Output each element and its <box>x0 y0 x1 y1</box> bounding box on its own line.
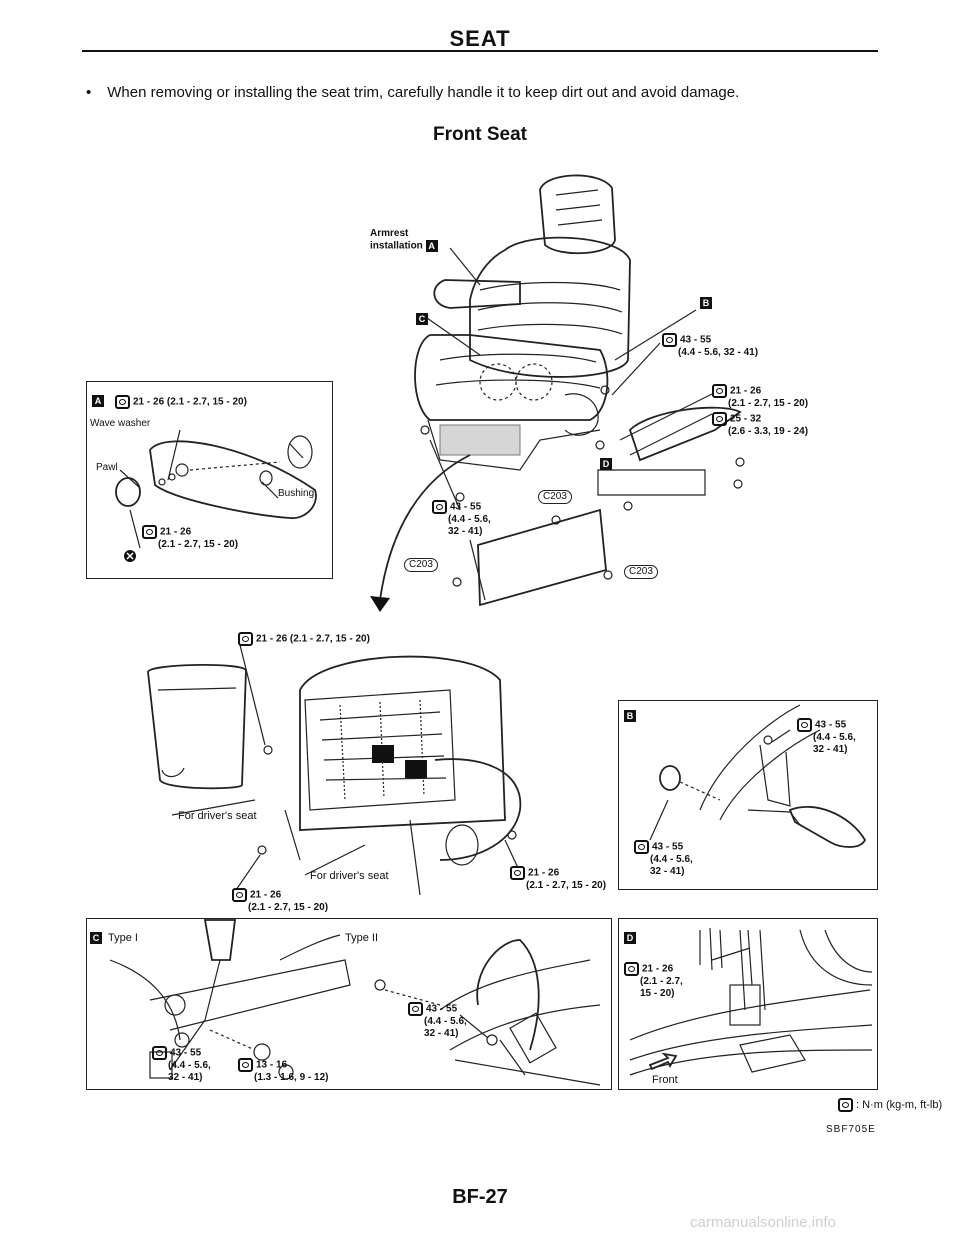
caution-note: • When removing or installing the seat tr… <box>86 84 739 101</box>
torque-icon <box>238 1058 253 1072</box>
torque-spec-25-32: 25 - 32 (2.6 - 3.3, 19 - 24) <box>712 412 808 438</box>
callout-d-badge: D <box>600 458 612 470</box>
torque-spec-43-55-b2: 43 - 55 (4.4 - 5.6, 32 - 41) <box>634 840 693 878</box>
connector-c203: C203 <box>404 558 438 572</box>
armrest-label: Armrest installation A <box>370 228 438 253</box>
page-number: BF-27 <box>452 1186 508 1208</box>
torque-spec-21-26-back-left: 21 - 26 (2.1 - 2.7, 15 - 20) <box>232 888 328 914</box>
panel-a-armrest <box>86 381 333 579</box>
torque-icon <box>838 1098 853 1112</box>
torque-icon <box>408 1002 423 1016</box>
torque-spec-13-16: 13 - 16 (1.3 - 1.6, 9 - 12) <box>238 1058 328 1084</box>
pawl-label: Pawl <box>96 462 118 473</box>
torque-icon <box>634 840 649 854</box>
torque-spec-21-26-back-top: 21 - 26 (2.1 - 2.7, 15 - 20) <box>238 632 370 646</box>
panel-b-badge: B <box>624 710 636 722</box>
torque-icon <box>510 866 525 880</box>
torque-spec-43-55-c3: 43 - 55 (4.4 - 5.6, 32 - 41) <box>408 1002 467 1040</box>
panel-d-badge: D <box>624 932 636 944</box>
for-drivers-seat-label: For driver's seat <box>178 810 257 822</box>
callout-b-badge: B <box>700 297 712 309</box>
panel-c-seatbelt <box>86 918 612 1090</box>
page-title: SEAT <box>449 26 511 51</box>
wave-washer-label: Wave washer <box>90 418 151 429</box>
torque-icon <box>232 888 247 902</box>
watermark: carmanualsonline.info <box>690 1214 836 1231</box>
torque-icon <box>712 384 727 398</box>
torque-icon <box>712 412 727 426</box>
header-rule <box>82 50 878 52</box>
front-direction-label: Front <box>652 1074 678 1086</box>
panel-a-badge: A <box>92 395 104 407</box>
torque-spec-21-26-main: 21 - 26 (2.1 - 2.7, 15 - 20) <box>712 384 808 410</box>
torque-icon <box>115 395 130 409</box>
connector-c203: C203 <box>538 490 572 504</box>
torque-icon <box>142 525 157 539</box>
bushing-label: Bushing <box>278 488 315 499</box>
torque-spec-43-55-c1: 43 - 55 (4.4 - 5.6, 32 - 41) <box>152 1046 211 1084</box>
caution-text: When removing or installing the seat tri… <box>107 84 740 101</box>
callout-c-badge: C <box>416 313 428 325</box>
torque-icon <box>797 718 812 732</box>
torque-spec-21-26-armrest-b: 21 - 26 (2.1 - 2.7, 15 - 20) <box>142 525 238 551</box>
connector-c203: C203 <box>624 565 658 579</box>
torque-icon <box>432 500 447 514</box>
type-2-label: Type II <box>345 932 379 944</box>
callout-a-badge: A <box>425 240 438 252</box>
torque-spec-21-26-armrest: 21 - 26 (2.1 - 2.7, 15 - 20) <box>115 395 247 409</box>
torque-icon <box>662 333 677 347</box>
panel-c-badge: C <box>90 932 102 944</box>
torque-icon <box>152 1046 167 1060</box>
torque-spec-43-55-b1: 43 - 55 (4.4 - 5.6, 32 - 41) <box>797 718 856 756</box>
torque-spec-21-26-back-right: 21 - 26 (2.1 - 2.7, 15 - 20) <box>510 866 606 892</box>
torque-unit-legend: : N·m (kg-m, ft-lb) <box>838 1098 942 1112</box>
torque-spec-43-55-top: 43 - 55 (4.4 - 5.6, 32 - 41) <box>662 333 758 359</box>
for-drivers-seat-label: For driver's seat <box>310 870 389 882</box>
panel-b-recliner <box>618 700 878 890</box>
torque-spec-21-26-d: 21 - 26 (2.1 - 2.7, 15 - 20) <box>624 962 683 1000</box>
torque-spec-43-55-mid: 43 - 55 (4.4 - 5.6, 32 - 41) <box>432 500 491 538</box>
figure-code: SBF705E <box>826 1124 876 1135</box>
torque-icon <box>624 962 639 976</box>
type-1-label: Type I <box>108 932 138 944</box>
section-title: Front Seat <box>433 124 527 145</box>
torque-icon <box>238 632 253 646</box>
bullet-icon: • <box>86 84 92 101</box>
